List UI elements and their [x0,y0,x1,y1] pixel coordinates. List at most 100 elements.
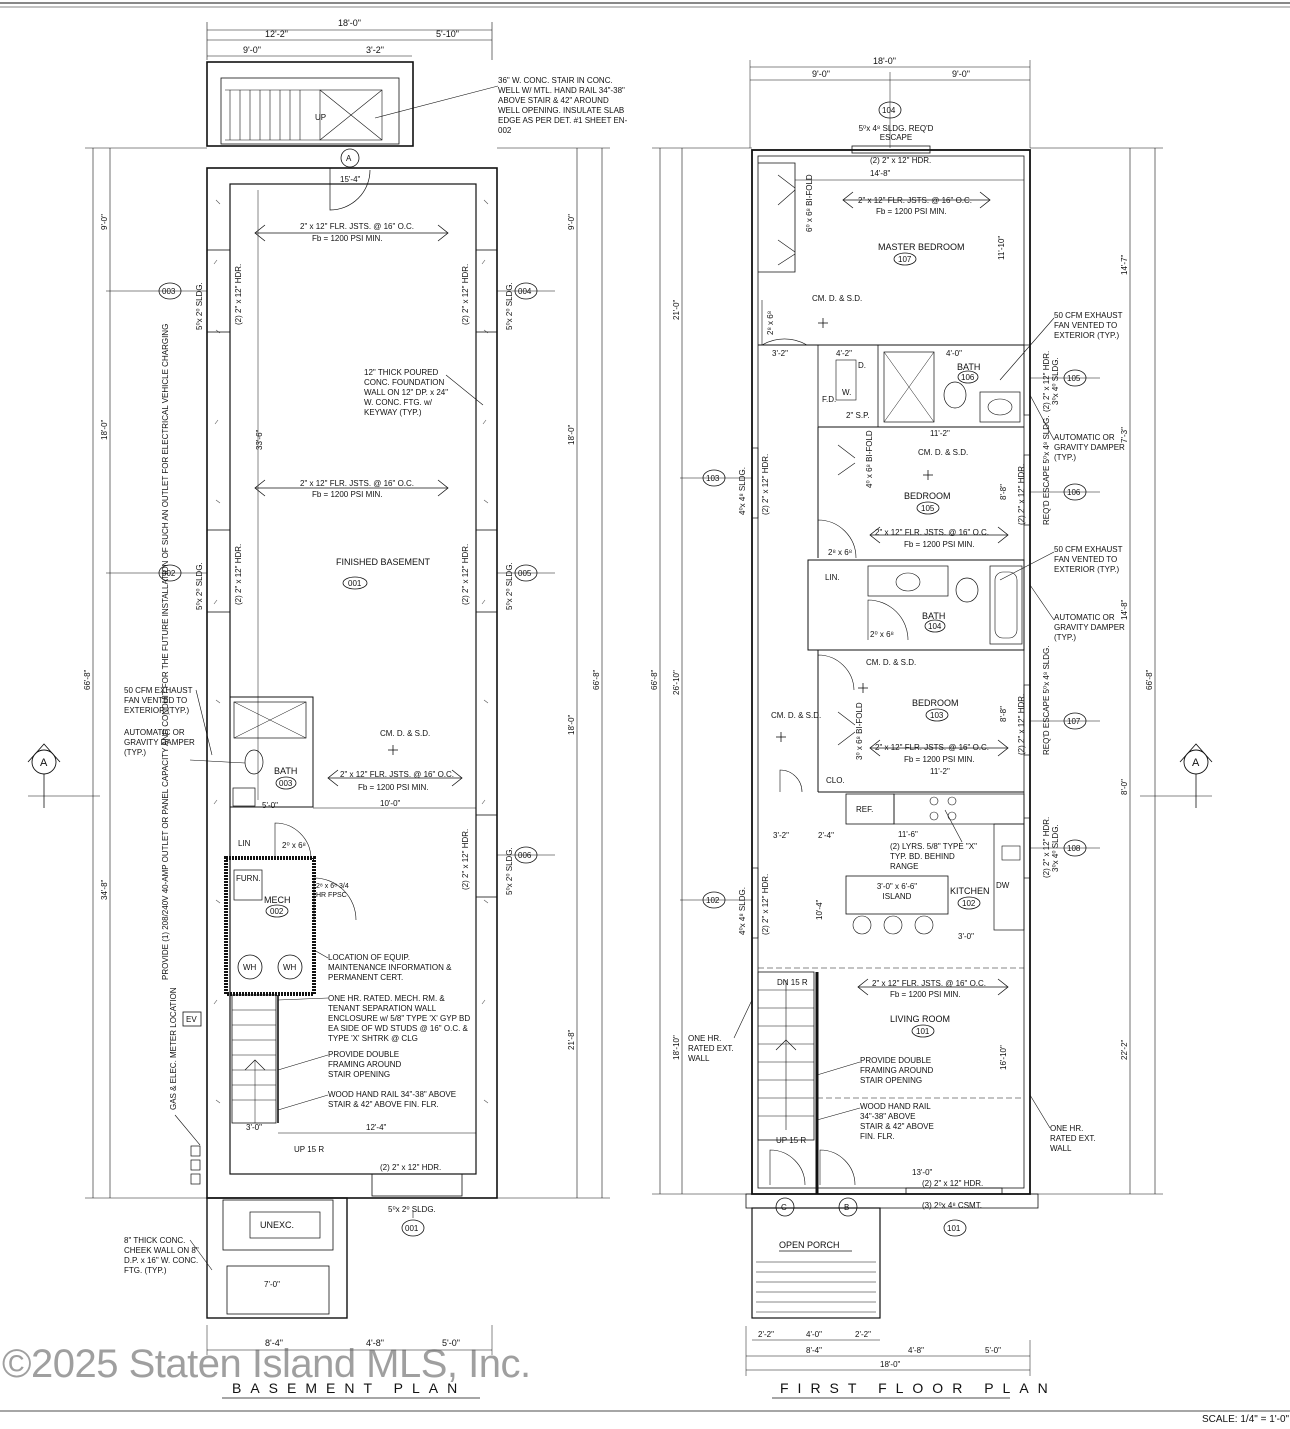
dim-right-66: 66'-8" [592,669,601,690]
door-basement-68: 2⁰ x 6⁸ [282,841,306,850]
basement-foundation-outer [206,167,498,1199]
dim-basement-100: 10'-0" [380,799,401,808]
dim-first-bot-40: 4'-0" [806,1330,822,1339]
window-tag-106: 106 [1067,488,1081,497]
room-tag-002: 002 [270,907,284,916]
window-tags-first-right: 105 106 107 108 [1030,369,1100,857]
hdr-label-1: (2) 2" x 12" HDR. [234,264,243,325]
dim-left-9: 9'-0" [100,214,109,230]
hdr-first-r2: (2) 2" x 12" HDR. [1017,464,1026,525]
plan-title-first: FIRST FLOOR PLAN [780,1380,1057,1396]
master-closet-wall [758,162,796,273]
sldg-34-1: 3⁰x 4⁰ SLDG. [1051,357,1060,405]
dryer-label: D. [858,361,866,370]
joist-arrow-105 [869,526,1009,544]
dim-right-21: 21'-8" [567,1029,576,1050]
dim-412: 4'-2" [836,349,852,358]
dim-first-right-148: 14'-8" [1120,599,1129,620]
room-tag-103: 103 [930,711,944,720]
note-equip: LOCATION OF EQUIP. MAINTENANCE INFORMATI… [328,953,452,982]
ev-tag: EV [186,1015,197,1024]
joist-arrow-103 [869,739,1009,757]
door-104: 2⁰ x 6⁸ [870,630,894,639]
cmd-symbol-103a [858,683,868,693]
basement-foundation-inner [229,183,477,1175]
sldg-44-2: 4⁰x 4⁸ SLDG. [738,887,747,935]
room-bath-106: BATH [957,362,980,372]
stair-up-label: UP [315,113,326,122]
dim-basement-336: 33'-6" [255,429,264,450]
dim-left-34: 34'-8" [100,879,109,900]
dim-88-105: 8'-8" [999,484,1008,500]
dim-k-116: 11'-6" [898,830,918,839]
basement-plan: 18'-0" 12'-2" 5'-10" 9'-0" 3'-2" UP [27,18,627,1399]
window-tag-102: 102 [706,896,720,905]
dim-first-left-2610: 26'-10" [672,670,681,695]
joist-note-3: 2" x 12" FLR. JSTS. @ 16" O.C. [340,770,454,779]
dim-first-left-21: 21'-0" [672,299,681,320]
dim-24-k: 2'-4" [818,831,834,840]
hdr-label-5: (2) 2" x 12" HDR. [461,829,470,890]
window-tags-basement: 003 004 002 005 006 001 [106,282,555,1237]
note-first-fan-2: 50 CFM EXHAUST FAN VENTED TO EXTERIOR (T… [1054,545,1123,574]
room-tag-107: 107 [898,255,912,264]
room-tag-105: 105 [921,504,935,513]
dim-first-left-1810: 18'-10" [672,1035,681,1060]
window-tag-001: 001 [405,1224,419,1233]
joist-arrow-2 [254,479,449,497]
dim-basement-d4: 3'-2" [366,45,384,55]
dim-first-bot-22b: 2'-2" [855,1330,871,1339]
hdr-label-rear: (2) 2" x 12" HDR. [380,1163,441,1172]
dim-l-130: 13'-0" [912,1168,933,1177]
joist-note-living: 2" x 12" FLR. JSTS. @ 16" O.C. [872,979,986,988]
window-tag-104: 104 [882,106,896,115]
dim-first-right-668: 66'-8" [1145,669,1154,690]
note-framing-first: PROVIDE DOUBLE FRAMING AROUND STAIR OPEN… [860,1056,934,1085]
plan-title-basement: BASEMENT PLAN [232,1380,466,1396]
room-tag-001: 001 [348,579,362,588]
cmd-basement: CM. D. & S.D. [380,729,430,738]
sldg-44-1: 4⁰x 4⁸ SLDG. [738,467,747,515]
hdr-first-r1: (2) 2" x 12" HDR. [1042,351,1051,412]
window-tag-005: 005 [518,569,532,578]
mech-room-wall [224,856,316,996]
dim-left-18: 18'-0" [100,419,109,440]
dim-l-1610: 16'-10" [999,1045,1008,1070]
section-mark-a-right: A [1140,743,1213,808]
hdr-label-2: (2) 2" x 12" HDR. [461,264,470,325]
stair-dn15: DN 15 R [777,978,808,987]
fb-note-3: Fb = 1200 PSI MIN. [358,783,428,792]
room-tag-101: 101 [916,1027,930,1036]
first-floor-stair [757,971,819,1194]
joist-arrow-1 [254,224,449,242]
dim-first-bot-22a: 2'-2" [758,1330,774,1339]
dim-bot-84: 8'-4" [265,1338,283,1348]
joist-note-105: 2" x 12" FLR. JSTS. @ 16" O.C. [875,528,989,537]
room-master-bedroom: MASTER BEDROOM [878,242,965,252]
cmd-105: CM. D. & S.D. [918,448,968,457]
cmd-master: CM. D. & S.D. [812,294,862,303]
room-tag-106: 106 [961,373,975,382]
sldg-escape-2: REQ'D ESCAPE 5⁰x 4⁸ SLDG. [1042,646,1051,755]
sldg-34-2: 3⁰x 4⁰ SLDG. [1051,824,1060,872]
dim-88-103: 8'-8" [999,706,1008,722]
hdr-first-l1: (2) 2" x 12" HDR. [761,454,770,515]
section-mark-a-1: A [40,757,48,769]
dim-first-bot-84: 8'-4" [806,1346,822,1355]
porch-steps [756,1261,876,1313]
window-tag-108: 108 [1067,844,1081,853]
fb-note-1: Fb = 1200 PSI MIN. [312,234,382,243]
hdr-label-3: (2) 2" x 12" HDR. [234,544,243,605]
note-rail-first: WOOD HAND RAIL 34"-38" ABOVE STAIR & 42"… [860,1102,934,1141]
dim-b-112a: 11'-2" [930,429,950,438]
fb-note-2: Fb = 1200 PSI MIN. [312,490,382,499]
dim-basement-overall: 18'-0" [338,18,361,28]
room-bedroom-103: BEDROOM [912,698,959,708]
note-first-fan-1: 50 CFM EXHAUST FAN VENTED TO EXTERIOR (T… [1054,311,1123,340]
dim-first-bot-48: 4'-8" [908,1346,924,1355]
note-framing-basement: PROVIDE DOUBLE FRAMING AROUND STAIR OPEN… [328,1050,402,1079]
joist-note-2: 2" x 12" FLR. JSTS. @ 16" O.C. [300,479,414,488]
washer-label: W. [842,388,851,397]
dim-b-112b: 11'-2" [930,767,950,776]
cmd-symbol-103b [776,732,786,742]
